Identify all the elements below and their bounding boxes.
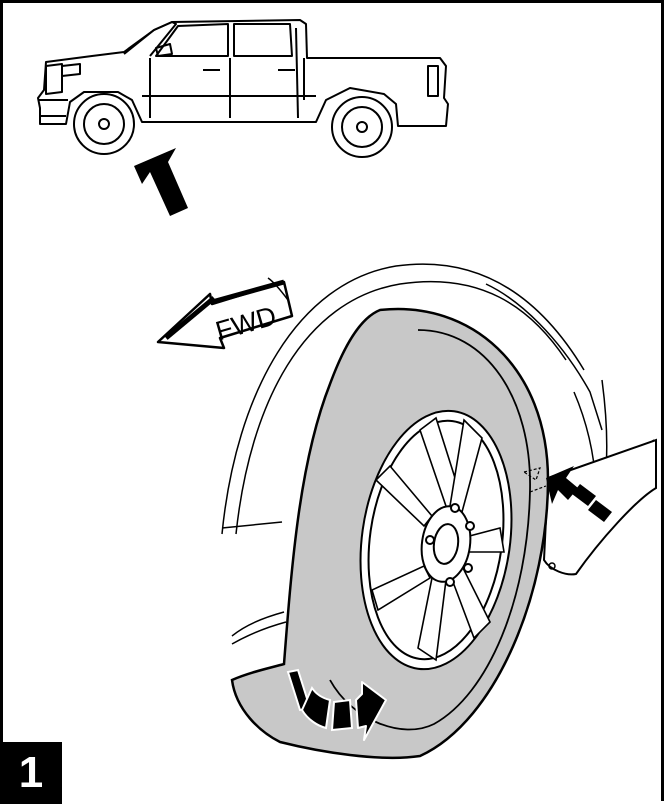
front-door [149,58,231,118]
tire-sidewall [329,329,531,731]
truck-body [37,19,449,127]
front-window [155,23,229,57]
wheel-rim [359,409,513,671]
front-wheel [73,93,135,155]
rear-door [295,27,299,119]
headlight [61,63,81,77]
forward-direction-indicator: FWD [156,279,294,350]
rear-wheel [331,96,393,158]
up-left-arrow-icon [134,148,188,216]
truck-windshield [123,21,177,57]
curved-arrow-icon [286,668,387,741]
step-number-badge: 1 [0,742,62,804]
truck-side-view [37,19,449,158]
dashed-arrow-icon [522,466,612,522]
front-bumper [38,99,68,117]
truck-grille [45,63,63,95]
rear-window [233,23,293,57]
fender-outline [221,263,655,645]
tail-light [427,65,439,97]
side-mirror [155,43,173,57]
